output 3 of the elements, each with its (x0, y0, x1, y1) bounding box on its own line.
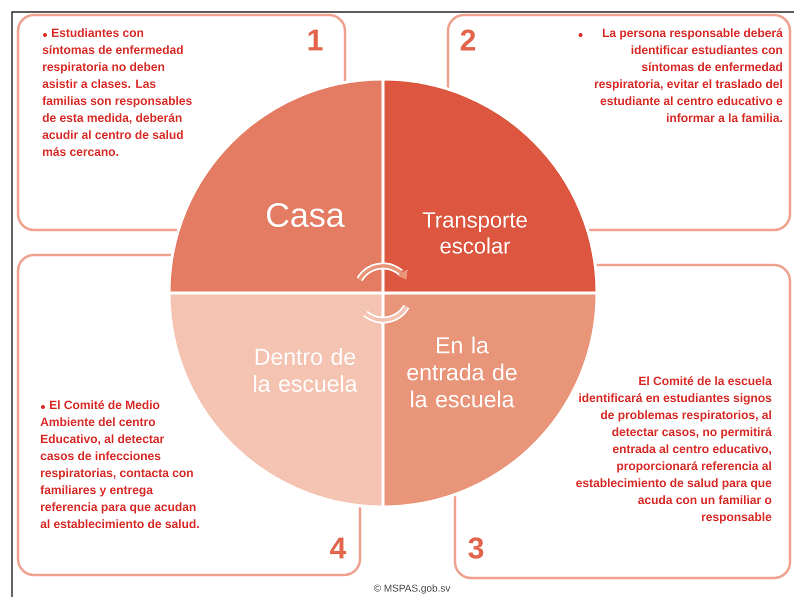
source-credit: © MSPAS.gob.sv (374, 584, 450, 594)
curved-arrow (358, 306, 408, 322)
curved-arrow (358, 264, 408, 280)
